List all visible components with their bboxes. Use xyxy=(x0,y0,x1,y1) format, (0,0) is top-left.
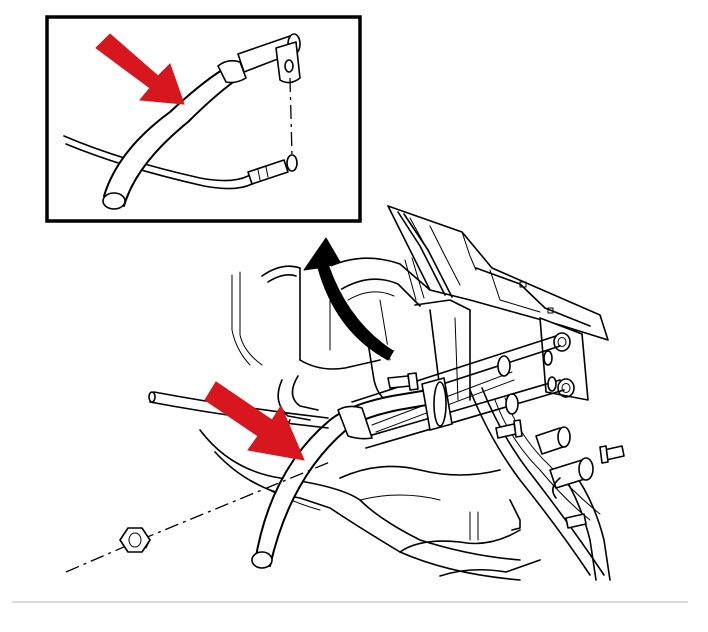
bolt-icon xyxy=(599,445,625,464)
hex-nut-icon xyxy=(119,527,151,553)
bolt-icon xyxy=(387,372,419,391)
bolt-icon xyxy=(565,513,587,529)
bolt-icon xyxy=(495,419,523,439)
hose-fitting xyxy=(535,426,594,499)
callout-arrow-icon xyxy=(95,33,185,105)
upper-mounting-panel xyxy=(387,205,609,341)
detail-inset xyxy=(45,15,362,223)
callout-arrow-icon xyxy=(204,381,305,461)
assembly-line xyxy=(65,461,331,573)
removal-direction-arrow-icon xyxy=(303,237,395,361)
